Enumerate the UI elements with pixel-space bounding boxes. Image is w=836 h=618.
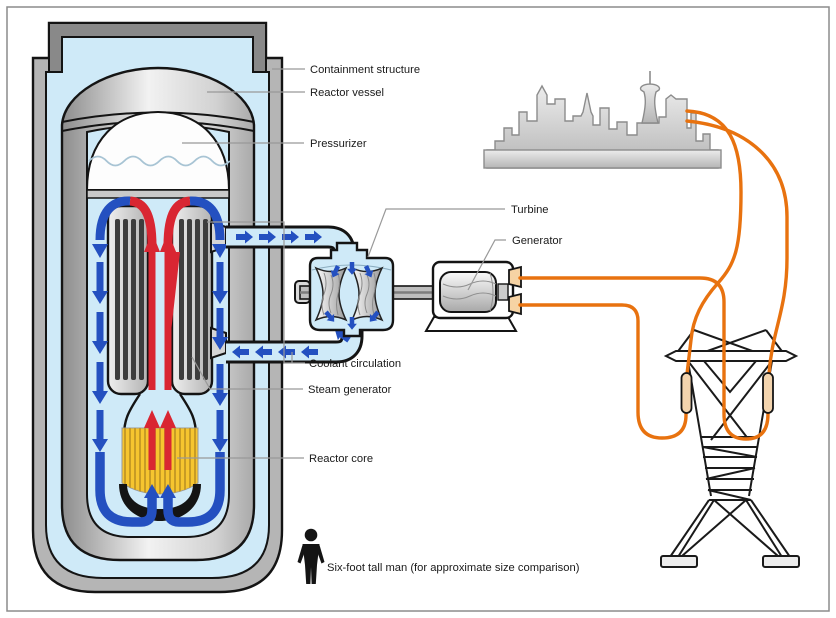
generator	[424, 260, 522, 332]
generator-terminal-top	[508, 265, 522, 289]
vessel-flange	[86, 189, 230, 199]
turbine	[308, 241, 395, 338]
tower-foot-left	[660, 555, 698, 568]
label-steam-generator: Steam generator	[308, 384, 392, 396]
hot-coolant-arrows	[144, 232, 180, 470]
label-scale-note: Six-foot tall man (for approximate size …	[327, 562, 580, 574]
generator-terminal-bottom	[508, 292, 522, 316]
transmission-tower	[660, 329, 800, 568]
reactor-core	[119, 427, 201, 521]
containment-cap	[48, 22, 267, 73]
steam-generator-left	[106, 204, 150, 396]
label-reactor-core: Reactor core	[309, 453, 373, 465]
city-base	[483, 149, 722, 169]
label-containment-structure: Containment structure	[310, 64, 420, 76]
insulator-right	[762, 372, 774, 414]
core-support	[119, 484, 201, 521]
man-icon	[297, 528, 325, 584]
tower-foot-right	[762, 555, 800, 568]
leader-lines	[177, 68, 506, 459]
label-turbine: Turbine	[511, 204, 549, 216]
fuel-rods	[124, 428, 196, 494]
coolant-circulation-arrows	[92, 196, 228, 527]
label-generator: Generator	[512, 235, 563, 247]
pressurizer	[85, 110, 231, 199]
labels: Containment structure Reactor vessel Pre…	[308, 64, 580, 574]
label-coolant-circulation: Coolant circulation	[309, 358, 401, 370]
generator-rotor	[439, 271, 497, 313]
insulator-left	[680, 372, 693, 414]
water-level-wave	[88, 155, 231, 167]
label-pressurizer: Pressurizer	[310, 138, 367, 150]
label-reactor-vessel: Reactor vessel	[310, 87, 384, 99]
turbine-rotors	[314, 266, 384, 322]
space-needle	[639, 83, 661, 124]
power-lines	[518, 109, 789, 441]
